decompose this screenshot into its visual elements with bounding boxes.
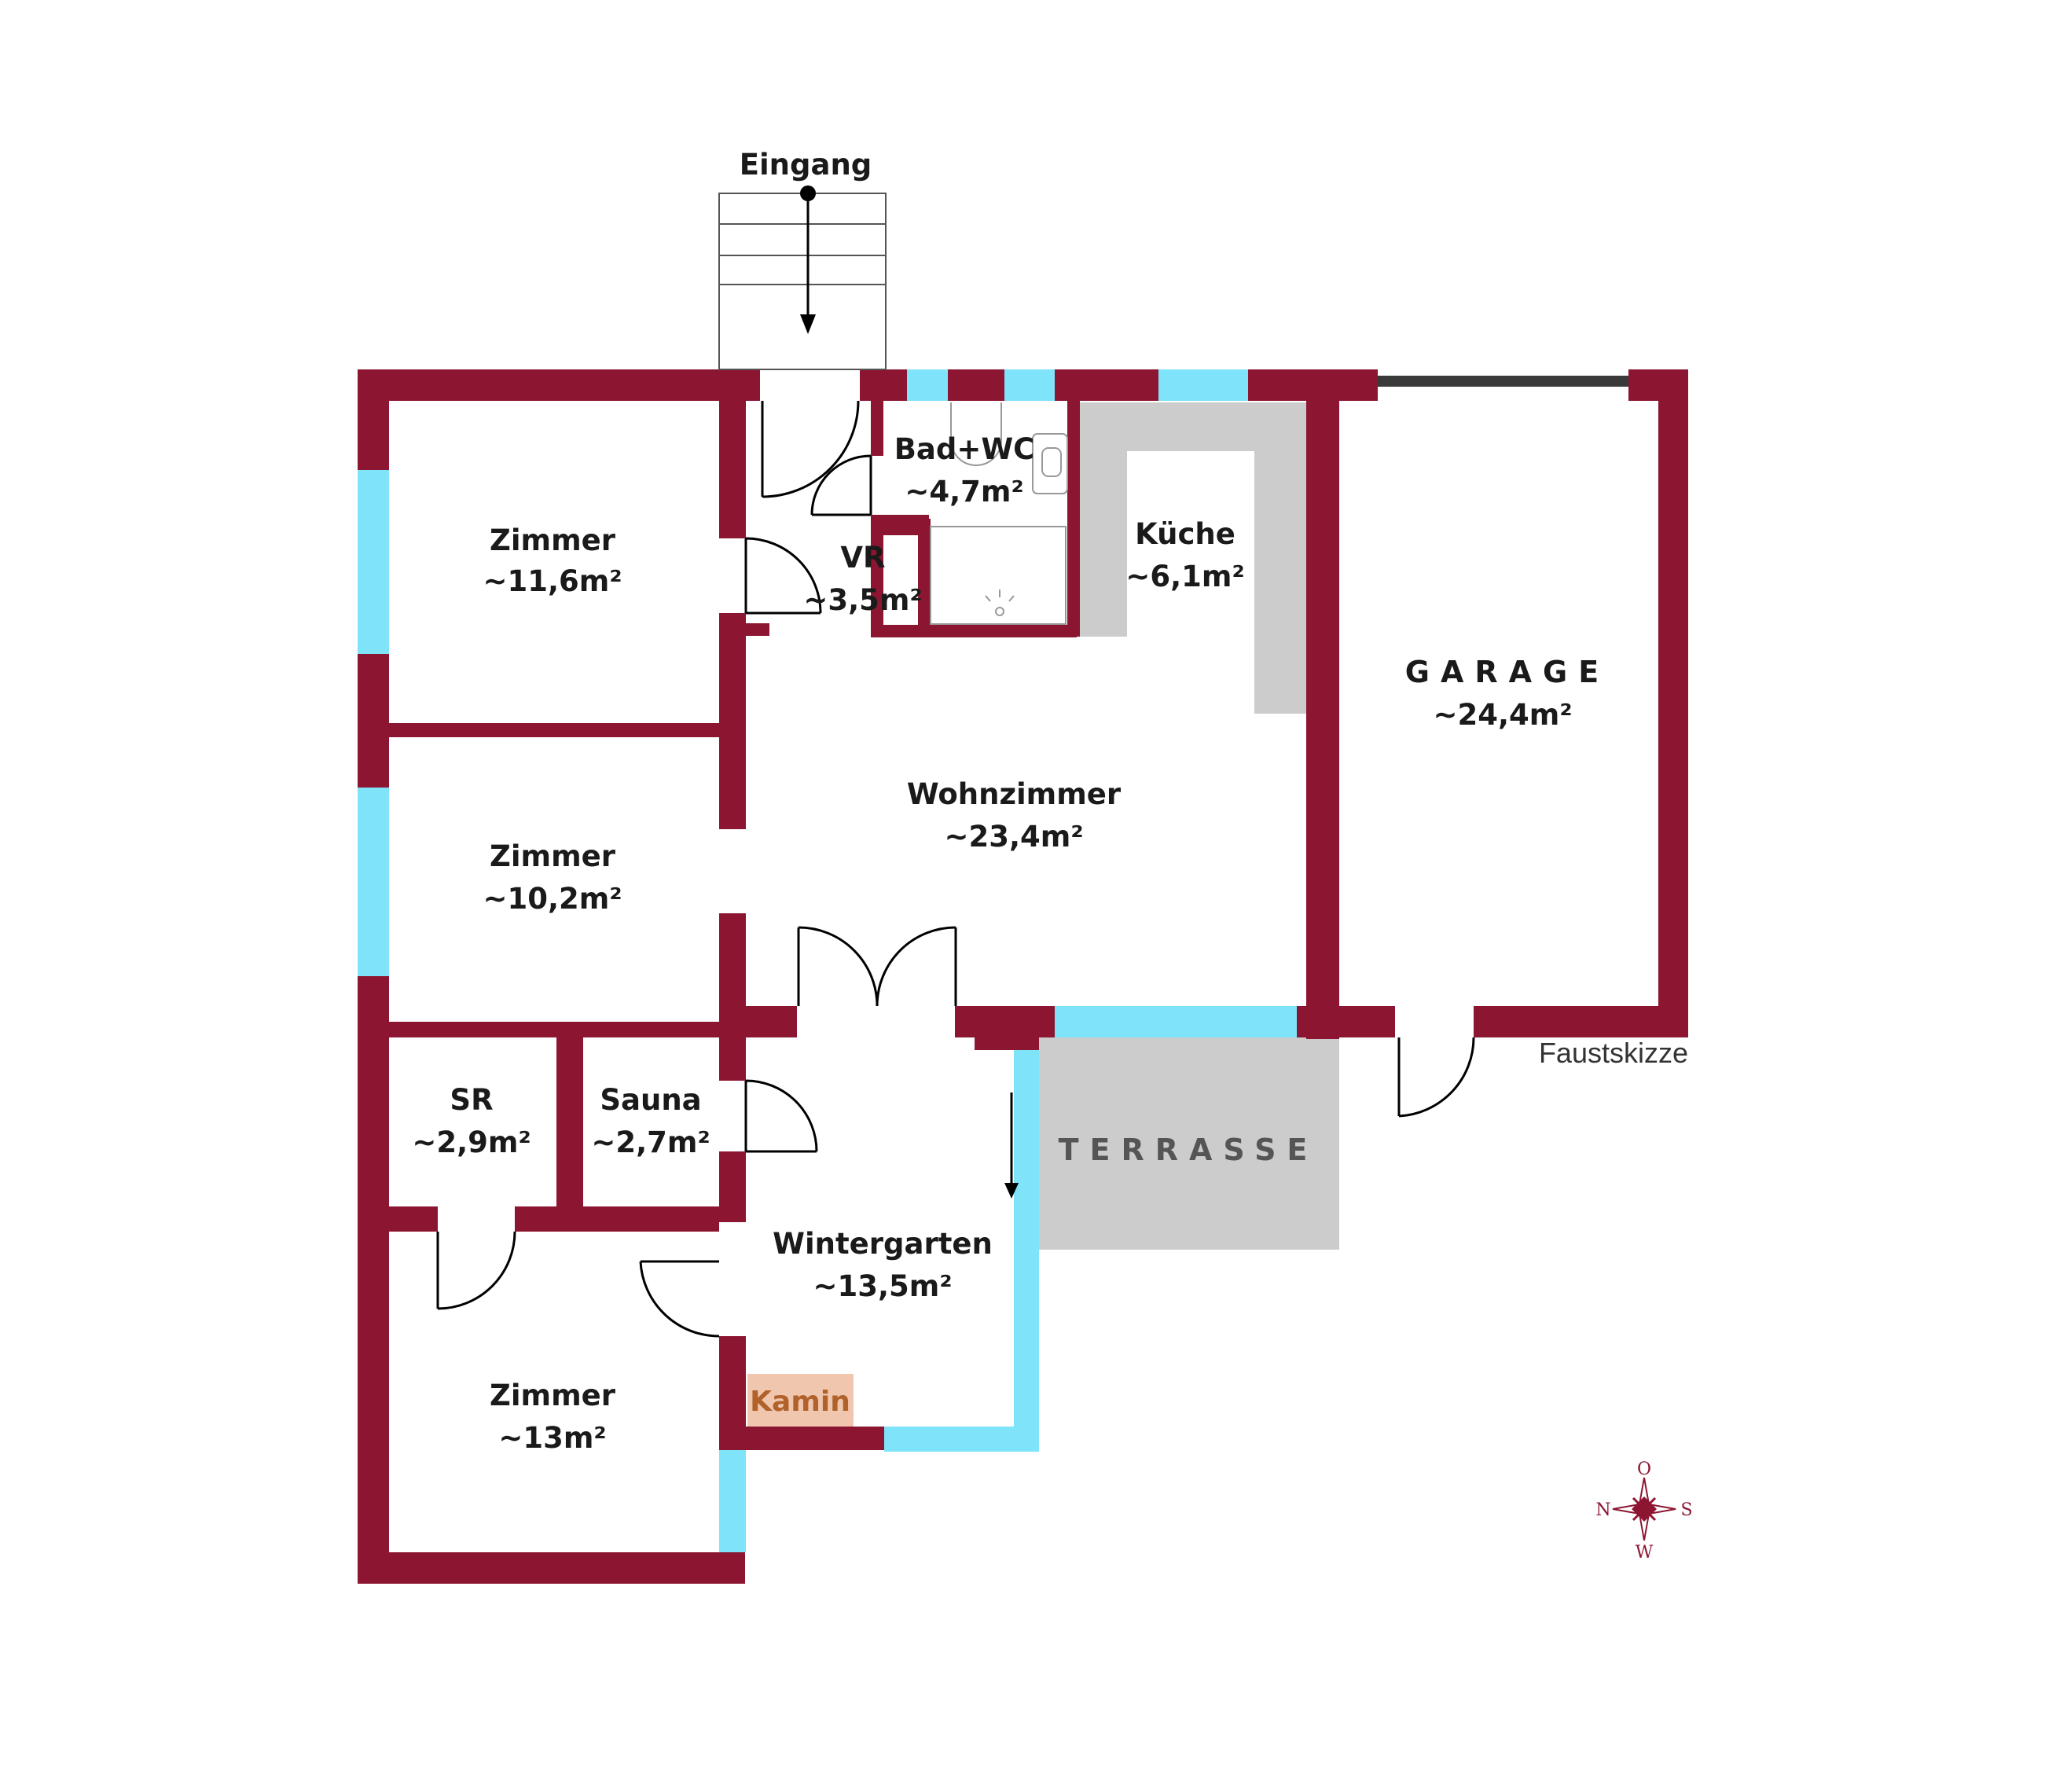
compass-west: W <box>1636 1543 1654 1562</box>
zimmer1-area: ~11,6m² <box>483 564 622 598</box>
kueche-area: ~6,1m² <box>1125 560 1244 593</box>
entrance-stairs <box>718 193 887 370</box>
kamin-box <box>747 1374 854 1427</box>
stair-start-dot <box>800 185 816 201</box>
zimmer1-name: Zimmer <box>490 523 616 557</box>
stair-arrow-icon <box>800 314 816 334</box>
sauna-name: Sauna <box>600 1083 701 1117</box>
kueche-name: Küche <box>1135 517 1235 551</box>
compass-rose-icon: O W N S <box>1595 1460 1692 1562</box>
sr-name: SR <box>450 1083 493 1117</box>
garage-door <box>1378 376 1628 387</box>
entrance-label: Eingang <box>740 148 872 182</box>
compass-south: S <box>1680 1500 1692 1520</box>
wintergarten-name: Wintergarten <box>773 1227 993 1261</box>
terrasse-area <box>1039 1037 1339 1250</box>
compass-east: O <box>1637 1460 1651 1479</box>
kitchen-counter <box>1078 402 1308 714</box>
zimmer3-name: Zimmer <box>490 1379 616 1412</box>
garage-name: GARAGE <box>1405 655 1610 689</box>
sr-area: ~2,9m² <box>412 1126 531 1159</box>
sink-icon <box>1032 433 1068 494</box>
faustskizze-note: Faustskizze <box>1539 1037 1688 1069</box>
terrasse-label: TERRASSE <box>1059 1133 1319 1167</box>
compass-north: N <box>1595 1500 1610 1520</box>
zimmer3-area: ~13m² <box>498 1421 606 1455</box>
zimmer2-name: Zimmer <box>490 839 616 873</box>
bathroom-fixtures <box>930 402 1068 625</box>
windows <box>358 369 1297 1552</box>
vr-area: ~3,5m² <box>803 583 922 617</box>
zimmer2-area: ~10,2m² <box>483 882 622 916</box>
shower-icon <box>930 526 1067 625</box>
bad-area: ~4,7m² <box>905 475 1023 509</box>
kamin-label: Kamin <box>750 1386 850 1418</box>
bad-name: Bad+WC <box>894 432 1035 466</box>
wintergarten-area: ~13,5m² <box>813 1269 952 1303</box>
vr-name: VR <box>840 541 885 575</box>
toilet-icon <box>950 402 1002 466</box>
wohnzimmer-area: ~23,4m² <box>944 820 1083 854</box>
door-swings[interactable] <box>436 400 1475 1338</box>
sliding-door-arrow-icon <box>1004 1183 1019 1199</box>
garage-area: ~24,4m² <box>1433 698 1572 732</box>
sauna-area: ~2,7m² <box>591 1126 710 1159</box>
walls <box>358 369 1688 1584</box>
wohnzimmer-name: Wohnzimmer <box>907 777 1122 811</box>
